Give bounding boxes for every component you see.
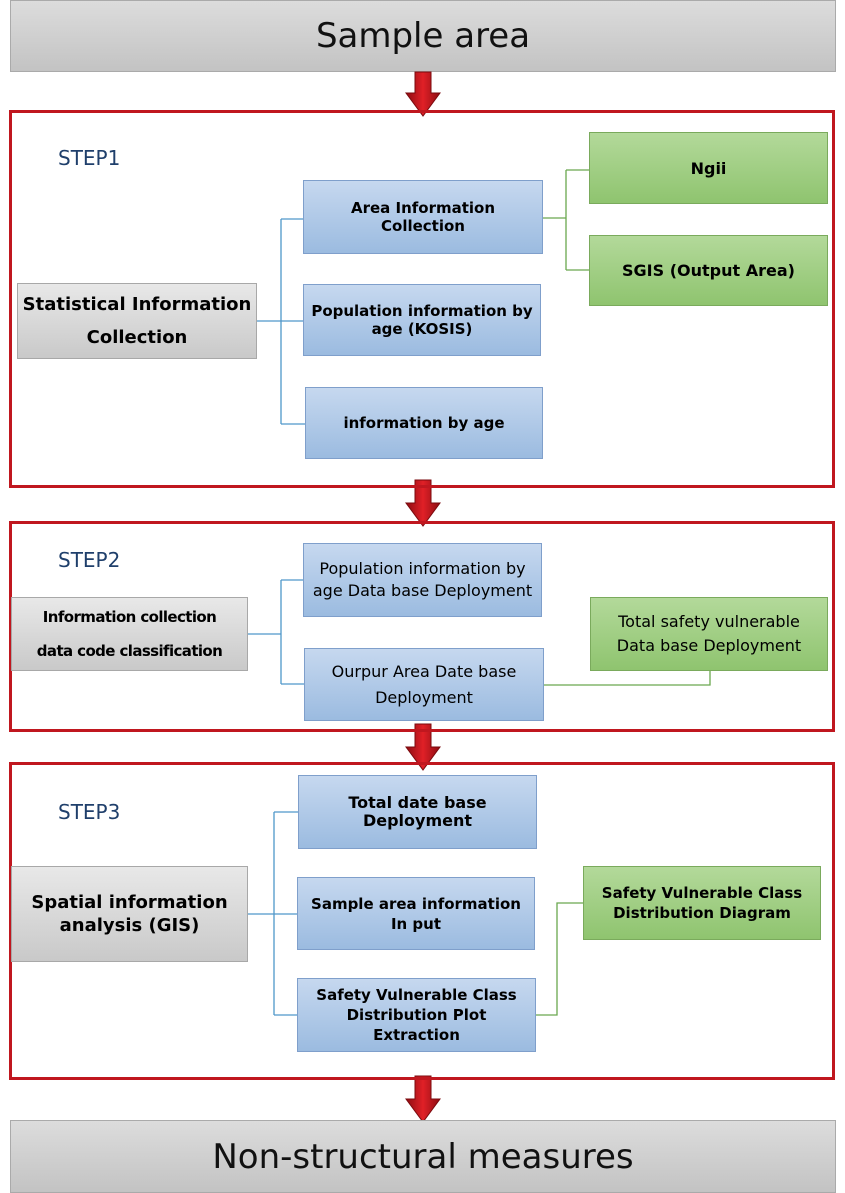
box-label: information by age <box>343 414 505 432</box>
box-label: Safety Vulnerable Class Distribution Plo… <box>316 986 517 1044</box>
statistical-information-collection-box: Statistical Information Collection <box>17 283 257 359</box>
spatial-information-analysis-box: Spatial information analysis (GIS) <box>11 866 248 962</box>
box-line: Statistical Information <box>22 294 252 315</box>
sample-area-title: Sample area <box>315 16 531 56</box>
box-label: Ourpur Area Date base Deployment <box>331 661 517 707</box>
ngii-box: Ngii <box>589 132 828 204</box>
sgis-output-area-box: SGIS (Output Area) <box>589 235 828 306</box>
information-by-age-box: information by age <box>305 387 543 459</box>
connector-line <box>248 811 298 1016</box>
box-label: Total date base Deployment <box>348 793 487 830</box>
connector-line <box>248 579 304 685</box>
total-safety-vulnerable-database-box: Total safety vulnerable Data base Deploy… <box>590 597 828 671</box>
step3-label: STEP3 <box>58 800 121 824</box>
box-label: SGIS (Output Area) <box>622 261 795 280</box>
box-line: Collection <box>86 327 188 348</box>
distribution-diagram-box: Safety Vulnerable Class Distribution Dia… <box>583 866 821 940</box>
step2-label: STEP2 <box>58 548 121 572</box>
step1-label: STEP1 <box>58 146 121 170</box>
non-structural-measures-title: Non-structural measures <box>212 1136 634 1177</box>
information-collection-classification-box: Information collection data code classif… <box>11 597 248 671</box>
connector-line <box>536 902 583 1016</box>
down-arrow-icon <box>405 71 441 117</box>
connector-line <box>257 218 305 425</box>
sample-area-information-input-box: Sample area information In put <box>297 877 535 950</box>
step2-frame <box>9 521 835 732</box>
area-information-collection-box: Area Information Collection <box>303 180 543 254</box>
box-label: Total safety vulnerable Data base Deploy… <box>616 612 802 655</box>
box-label: Area Information Collection <box>350 199 496 235</box>
box-label: Sample area information In put <box>311 894 521 933</box>
down-arrow-icon <box>405 723 441 771</box>
total-database-deployment-box: Total date base Deployment <box>298 775 537 849</box>
box-line: Information collection <box>42 608 217 626</box>
output-area-database-deployment-box: Ourpur Area Date base Deployment <box>304 648 544 721</box>
population-information-kosis-box: Population information by age (KOSIS) <box>303 284 541 356</box>
distribution-plot-extraction-box: Safety Vulnerable Class Distribution Plo… <box>297 978 536 1052</box>
box-label: Safety Vulnerable Class Distribution Dia… <box>601 884 803 922</box>
down-arrow-icon <box>405 479 441 527</box>
box-line: data code classification <box>36 642 223 660</box>
box-label: Spatial information analysis (GIS) <box>31 892 228 936</box>
non-structural-measures-banner: Non-structural measures <box>10 1120 836 1193</box>
step3-frame <box>9 762 835 1080</box>
box-label: Population information by age (KOSIS) <box>311 302 533 338</box>
box-label: Ngii <box>690 158 727 178</box>
sample-area-banner: Sample area <box>10 0 836 72</box>
connector-line <box>543 169 589 271</box>
box-label: Population information by age Data base … <box>312 559 533 600</box>
population-database-deployment-box: Population information by age Data base … <box>303 543 542 617</box>
step1-frame <box>9 110 835 488</box>
connector-line <box>544 671 711 686</box>
